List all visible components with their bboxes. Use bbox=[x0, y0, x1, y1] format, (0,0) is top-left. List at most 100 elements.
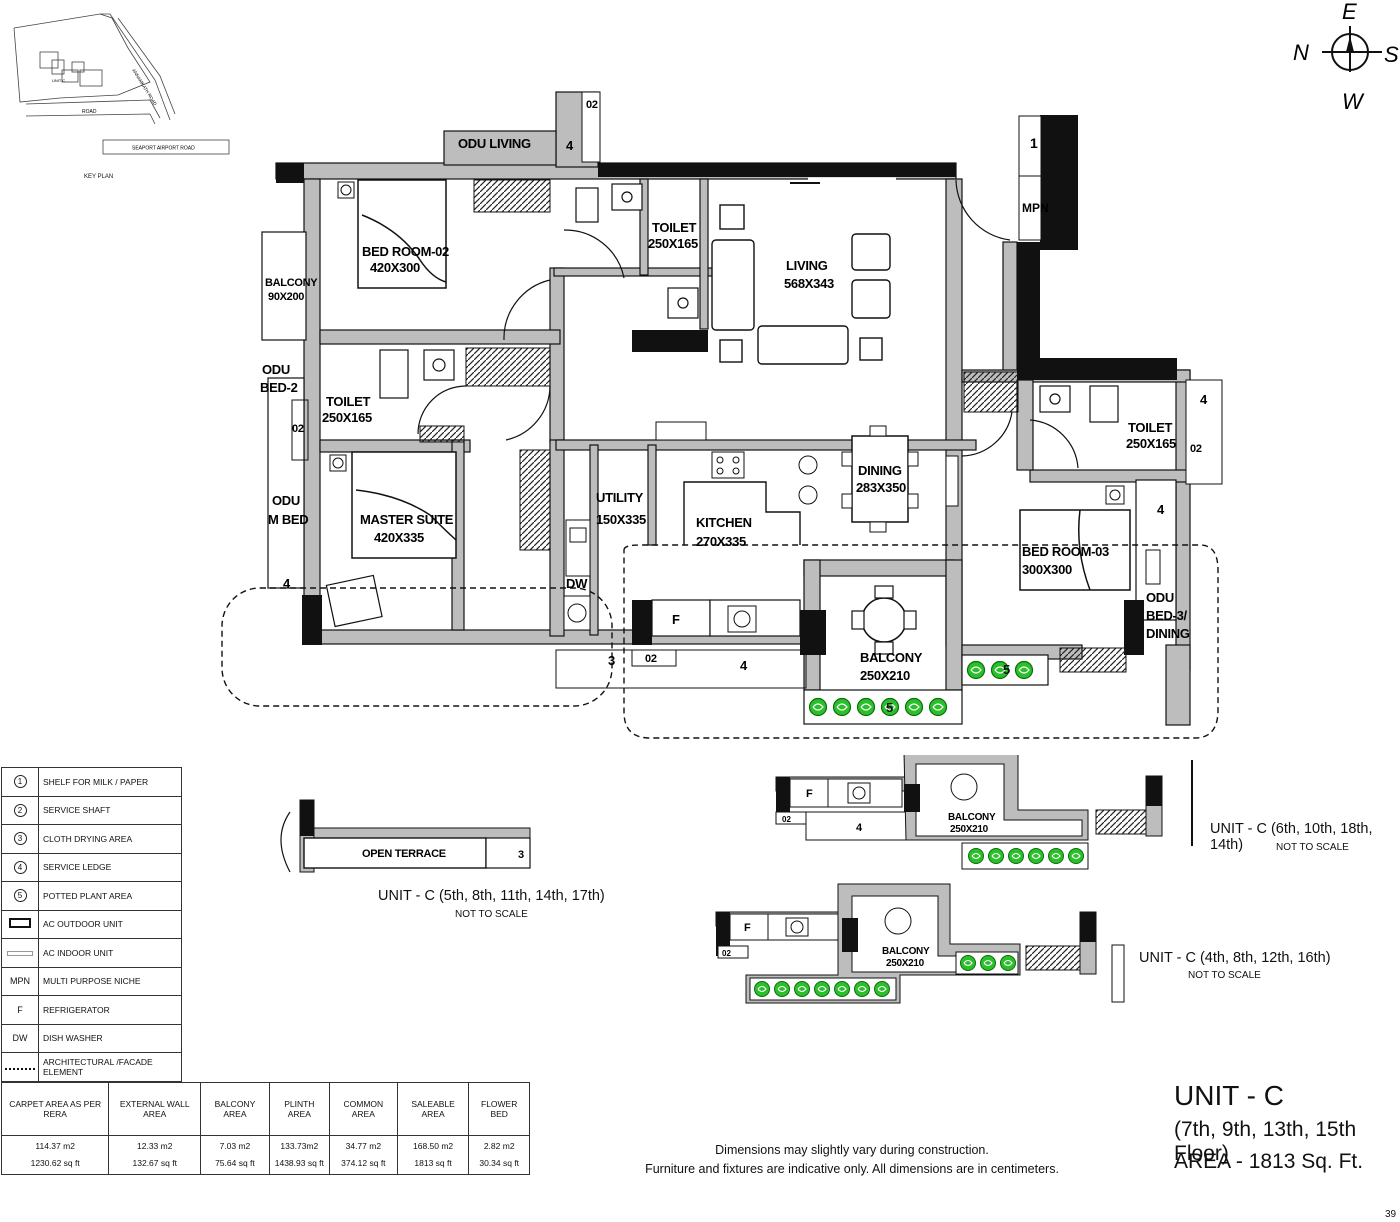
legend-text: SHELF FOR MILK / PAPER bbox=[38, 767, 182, 797]
ledge-master bbox=[419, 425, 465, 443]
toilet-left-label: TOILET bbox=[326, 394, 371, 409]
compass-west: W bbox=[1342, 89, 1365, 114]
legend-text: MULTI PURPOSE NICHE bbox=[38, 966, 182, 996]
bed3-dim: 300X300 bbox=[1022, 562, 1072, 577]
dining-dim: 283X350 bbox=[856, 480, 906, 495]
toilet-top-label: TOILET bbox=[652, 220, 697, 235]
bed2-dim: 420X300 bbox=[370, 260, 420, 275]
legend-text: AC OUTDOOR UNIT bbox=[38, 909, 182, 939]
toilet-top-wall bbox=[639, 178, 649, 276]
dotted-line-icon bbox=[5, 1067, 35, 1070]
living-dim: 568X343 bbox=[784, 276, 834, 291]
unit-area: AREA - 1813 Sq. Ft. bbox=[1174, 1150, 1364, 1173]
ac-indoor-icon bbox=[7, 950, 33, 956]
bed2-bottom-wall bbox=[319, 329, 561, 345]
unit-title: UNIT - C bbox=[1174, 1080, 1284, 1111]
odu-mbed-l1: ODU bbox=[272, 493, 300, 508]
area-header: PLINTH AREA bbox=[268, 1082, 330, 1136]
legend-text: AC INDOOR UNIT bbox=[38, 938, 182, 968]
v3-fridge: F bbox=[744, 922, 751, 934]
kitchen-label: KITCHEN bbox=[696, 515, 752, 530]
planter-bed3 bbox=[966, 660, 1034, 680]
shelf-mark-1: 1 bbox=[1030, 135, 1038, 151]
variant-plans: OPEN TERRACE 3 F 02 4 BALCONY 250X210 bbox=[280, 755, 1193, 1004]
variant-2-nts: NOT TO SCALE bbox=[1276, 842, 1349, 853]
legend-symbol-3: 3 bbox=[13, 832, 27, 846]
area-header: FLOWER BED bbox=[468, 1082, 530, 1136]
ledge-mark-bed3: 4 bbox=[1157, 502, 1165, 517]
legend-symbol-dw: DW bbox=[1, 1023, 39, 1053]
right-lower-wall bbox=[1165, 644, 1191, 726]
v3-balcony: BALCONY bbox=[882, 946, 930, 957]
living-label: LIVING bbox=[786, 258, 828, 273]
variant-6th-floor: F 02 4 BALCONY 250X210 bbox=[775, 755, 1193, 870]
right-upper-wall bbox=[1002, 241, 1018, 373]
toilet-top-bottom-wall bbox=[553, 267, 715, 277]
wardrobe-master bbox=[465, 347, 551, 387]
open-terrace-label: OPEN TERRACE bbox=[362, 848, 446, 860]
legend-symbol-2: 2 bbox=[13, 803, 27, 817]
balcony-left-box bbox=[261, 231, 307, 341]
master-dim: 420X335 bbox=[374, 530, 424, 545]
toilet-top-right-wall bbox=[699, 178, 709, 330]
legend-symbol-f: F bbox=[1, 995, 39, 1025]
note-line-2: Furniture and fixtures are indicative on… bbox=[645, 1162, 1059, 1176]
area-header: BALCONY AREA bbox=[200, 1082, 270, 1136]
floor-plan: 1 MPN bbox=[221, 91, 1223, 739]
balcony-right-wall bbox=[945, 559, 963, 691]
odu-bed3-l3: DINING bbox=[1146, 626, 1190, 641]
utility-dim: 150X335 bbox=[596, 512, 646, 527]
wardrobe-bed2 bbox=[473, 179, 551, 213]
odu-bed3-l1: ODU bbox=[1146, 590, 1174, 605]
v2-balcony-dim: 250X210 bbox=[950, 824, 989, 835]
kitchen-left-wall bbox=[647, 444, 657, 546]
legend-row: AC INDOOR UNIT bbox=[1, 938, 182, 968]
legend-text: ARCHITECTURAL /FACADE ELEMENT bbox=[38, 1052, 182, 1082]
drying-mark: 3 bbox=[608, 653, 615, 668]
fridge-label: F bbox=[672, 612, 680, 627]
key-plan-seaport-road: SEAPORT AIRPORT ROAD bbox=[132, 146, 195, 152]
legend-symbol-4: 4 bbox=[13, 860, 27, 874]
odu-living-ledge bbox=[443, 130, 557, 166]
shaft-mark-kitchen: 02 bbox=[645, 653, 657, 665]
area-header: SALEABLE AREA bbox=[396, 1082, 470, 1136]
odu-mbed-l2: M BED bbox=[268, 512, 308, 527]
balcony-main-dim: 250X210 bbox=[860, 668, 910, 683]
dining-label: DINING bbox=[858, 463, 902, 478]
open-terrace-mark: 3 bbox=[518, 849, 524, 861]
key-plan: UNIT C ROAD ANNAMKATH ROAD SEAPORT AIRPO… bbox=[13, 13, 230, 155]
shaft-mark-right: 02 bbox=[1190, 443, 1202, 455]
legend-text: SERVICE LEDGE bbox=[38, 852, 182, 882]
mpn-label: MPN bbox=[1022, 201, 1049, 215]
legend-symbol-5: 5 bbox=[13, 889, 27, 903]
variant-open-terrace: OPEN TERRACE 3 bbox=[280, 799, 531, 873]
compass-south: S bbox=[1384, 42, 1399, 67]
legend-row: AC OUTDOOR UNIT bbox=[1, 909, 182, 939]
shaft-mark-top: 02 bbox=[586, 99, 598, 111]
toilet-top-dim: 250X165 bbox=[648, 236, 698, 251]
variant-1-title: UNIT - C (5th, 8th, 11th, 14th, 17th) bbox=[378, 888, 605, 904]
ledge-mark-left: 4 bbox=[283, 576, 291, 591]
ac-outdoor-icon bbox=[9, 918, 31, 929]
bed2-label: BED ROOM-02 bbox=[362, 244, 449, 259]
plant-mark-balcony: 5 bbox=[886, 700, 893, 715]
key-plan-label: KEY PLAN bbox=[84, 174, 114, 180]
v2-shaft: 02 bbox=[782, 815, 791, 824]
kitchen-top-wall bbox=[555, 439, 977, 451]
unit-floors: (7th, 9th, 13th, 15th Floor) bbox=[1174, 1118, 1357, 1165]
variant-3-title: UNIT - C (4th, 8th, 12th, 16th) bbox=[1139, 950, 1331, 966]
area-header: EXTERNAL WALL AREA bbox=[108, 1082, 202, 1136]
page-number: 39 bbox=[1385, 1209, 1397, 1220]
dishwasher-label: DW bbox=[566, 576, 588, 591]
master-label: MASTER SUITE bbox=[360, 512, 454, 527]
legend-text: SERVICE SHAFT bbox=[38, 795, 182, 825]
compass-north: N bbox=[1293, 40, 1309, 65]
v2-ledge: 4 bbox=[856, 822, 863, 834]
legend-row: 2 SERVICE SHAFT bbox=[1, 795, 182, 825]
